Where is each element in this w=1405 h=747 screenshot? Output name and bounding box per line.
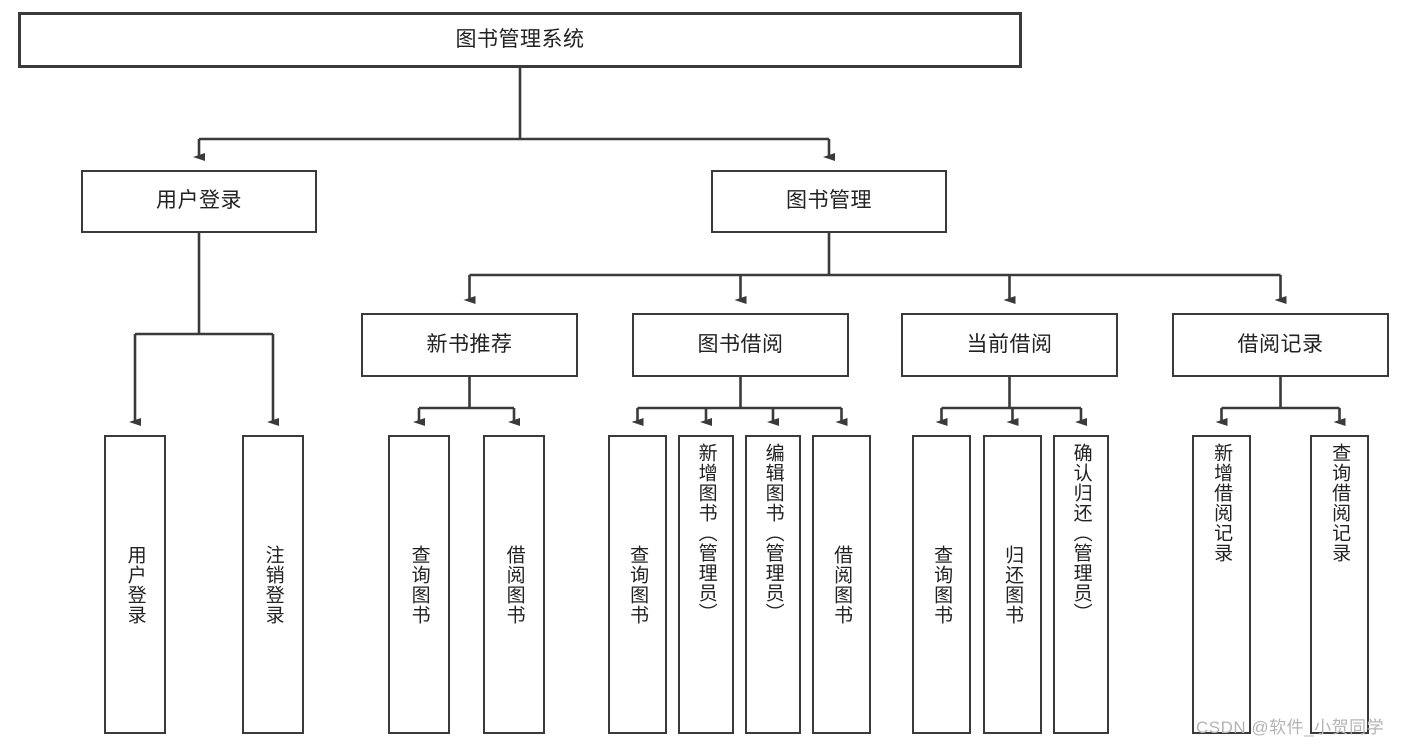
node-label: 查询图书 <box>408 544 430 625</box>
node-label: 图书借阅 <box>697 332 784 356</box>
node-l9[interactable]: 查询图书 <box>912 435 971 734</box>
node-label: 图书管理系统 <box>455 27 585 51</box>
node-label: 新书推荐 <box>426 332 513 356</box>
node-label: 查询借阅记录 <box>1329 443 1351 563</box>
node-label: 借阅记录 <box>1237 332 1324 356</box>
node-label: 确认归还（管理员） <box>1070 443 1092 623</box>
node-l1[interactable]: 用户登录 <box>104 435 166 734</box>
watermark: CSDN @软件_小贺同学 <box>1196 718 1385 737</box>
node-login[interactable]: 用户登录 <box>81 170 317 233</box>
node-label: 注销登录 <box>262 544 284 625</box>
node-l12[interactable]: 新增借阅记录 <box>1192 435 1251 734</box>
node-label: 借阅图书 <box>503 544 525 625</box>
node-l8[interactable]: 借阅图书 <box>812 435 871 734</box>
node-label: 新增借阅记录 <box>1211 443 1233 563</box>
node-current[interactable]: 当前借阅 <box>901 313 1118 377</box>
node-label: 新增图书（管理员） <box>695 443 717 623</box>
node-label: 编辑图书（管理员） <box>762 443 784 623</box>
node-l13[interactable]: 查询借阅记录 <box>1310 435 1369 734</box>
node-label: 当前借阅 <box>966 332 1053 356</box>
node-l4[interactable]: 借阅图书 <box>483 435 545 734</box>
node-borrow[interactable]: 图书借阅 <box>632 313 849 377</box>
node-label: 用户登录 <box>156 189 242 213</box>
node-l6[interactable]: 新增图书（管理员） <box>678 435 734 734</box>
node-label: 借阅图书 <box>831 544 853 625</box>
node-records[interactable]: 借阅记录 <box>1172 313 1389 377</box>
node-bookmgmt[interactable]: 图书管理 <box>711 170 947 233</box>
node-label: 查询图书 <box>627 544 649 625</box>
node-label: 查询图书 <box>931 544 953 625</box>
node-l10[interactable]: 归还图书 <box>983 435 1042 734</box>
node-l3[interactable]: 查询图书 <box>388 435 450 734</box>
node-newbook[interactable]: 新书推荐 <box>361 313 578 377</box>
node-l11[interactable]: 确认归还（管理员） <box>1053 435 1109 734</box>
node-l2[interactable]: 注销登录 <box>242 435 304 734</box>
node-label: 用户登录 <box>124 544 146 625</box>
node-l7[interactable]: 编辑图书（管理员） <box>745 435 801 734</box>
node-label: 图书管理 <box>786 189 872 213</box>
node-label: 归还图书 <box>1002 544 1024 625</box>
node-l5[interactable]: 查询图书 <box>608 435 667 734</box>
node-root[interactable]: 图书管理系统 <box>18 12 1022 68</box>
